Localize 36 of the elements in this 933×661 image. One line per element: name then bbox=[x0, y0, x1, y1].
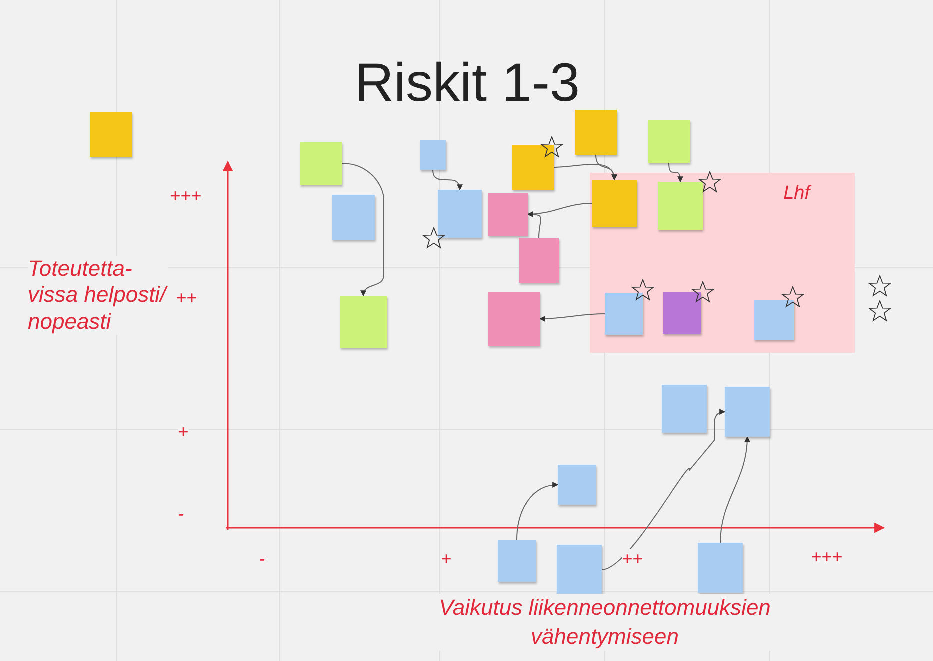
arrow bbox=[432, 170, 462, 191]
sticky-note bbox=[725, 387, 770, 437]
sticky-note bbox=[488, 292, 540, 346]
arrow bbox=[668, 162, 684, 183]
title: Riskit 1-3 bbox=[355, 52, 580, 114]
sticky-note bbox=[512, 145, 554, 190]
sticky-note bbox=[498, 540, 536, 582]
arrow bbox=[527, 212, 542, 238]
sticky-note bbox=[488, 193, 528, 236]
sticky-note bbox=[592, 180, 637, 227]
sticky-note bbox=[663, 292, 701, 334]
sticky-note bbox=[754, 300, 794, 340]
axis-title: Toteutetta- vissa helposti/ nopeasti bbox=[28, 256, 168, 336]
sticky-note bbox=[698, 543, 743, 593]
sticky-note bbox=[648, 120, 690, 163]
sticky-note bbox=[662, 385, 707, 433]
arrow bbox=[596, 154, 618, 181]
sticky-note bbox=[332, 195, 375, 240]
sticky-note bbox=[575, 110, 617, 155]
sticky-note bbox=[605, 293, 643, 335]
sticky-note bbox=[557, 545, 602, 595]
sticky-note bbox=[558, 465, 596, 505]
sticky-note bbox=[438, 190, 482, 238]
arrow bbox=[342, 163, 384, 297]
highlight-area bbox=[590, 173, 855, 353]
sticky-note bbox=[519, 238, 559, 283]
arrow bbox=[602, 410, 726, 570]
sticky-note bbox=[90, 112, 132, 157]
arrow bbox=[720, 436, 750, 544]
sticky-note bbox=[300, 142, 342, 185]
sticky-note bbox=[340, 296, 387, 348]
area-title: Lhf bbox=[784, 183, 810, 205]
arrow bbox=[539, 314, 606, 322]
arrow bbox=[516, 482, 559, 540]
sticky-note bbox=[658, 182, 703, 230]
sticky-note bbox=[420, 140, 446, 170]
